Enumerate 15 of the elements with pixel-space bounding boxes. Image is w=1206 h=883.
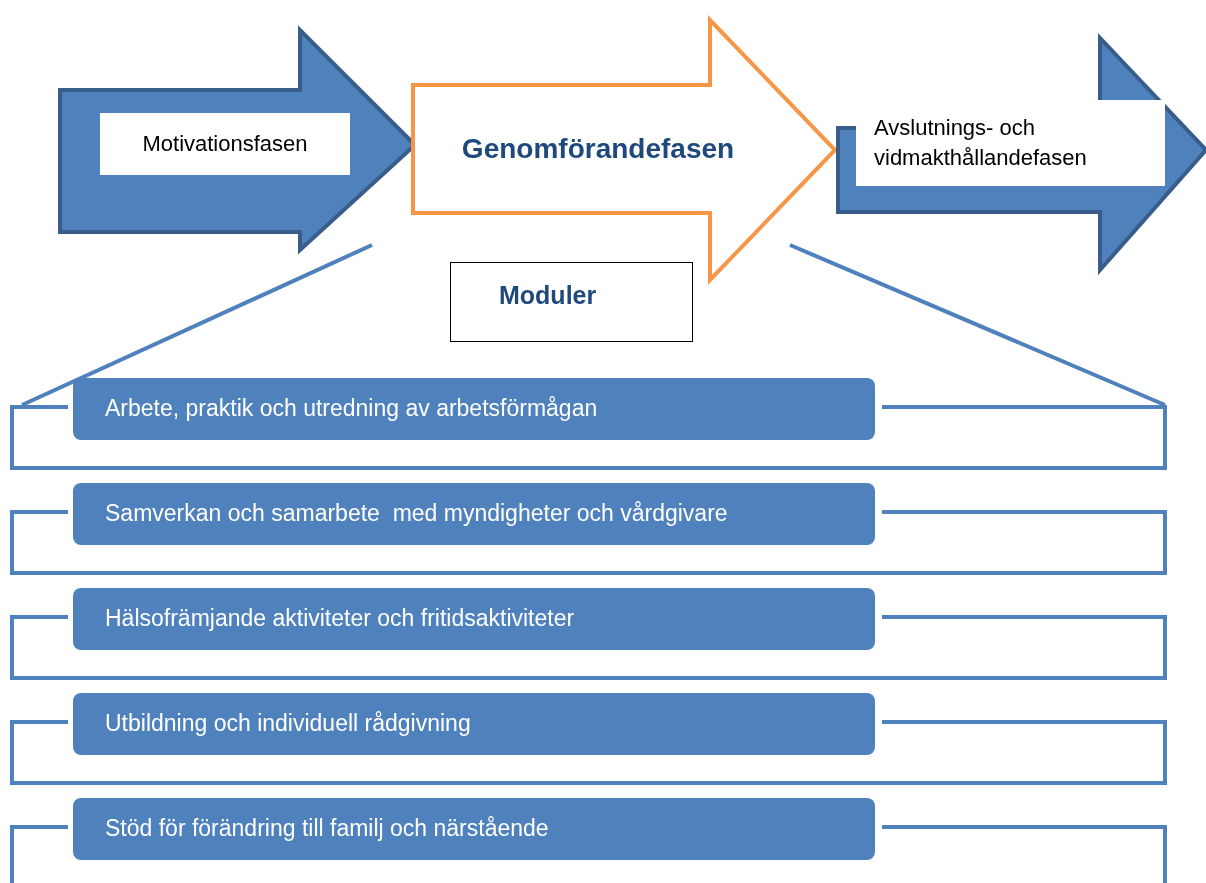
module-label: Samverkan och samarbete med myndigheter och vårdgivare	[104, 499, 729, 529]
module-bar	[73, 693, 875, 755]
module-label: Stöd för förändring till familj och närstående	[104, 814, 550, 844]
module-bar	[73, 483, 875, 545]
module-label: Hälsofrämjande aktiviteter och fritidsaktiviteter	[104, 604, 576, 634]
module-label: Arbete, praktik och utredning av arbetsförmågan	[104, 394, 599, 424]
module-label: Utbildning och individuell rådgivning	[104, 709, 472, 739]
module-bar	[73, 588, 875, 650]
phase-label: Avslutnings- och vidmakthållandefasen	[856, 100, 1165, 186]
heading-text: Moduler	[498, 279, 598, 311]
phase-label: Genomförandefasen	[460, 132, 736, 167]
heading-box	[450, 262, 693, 342]
module-bar	[73, 798, 875, 860]
module-bar	[73, 378, 875, 440]
phase-label: Motivationsfasen	[100, 113, 350, 175]
